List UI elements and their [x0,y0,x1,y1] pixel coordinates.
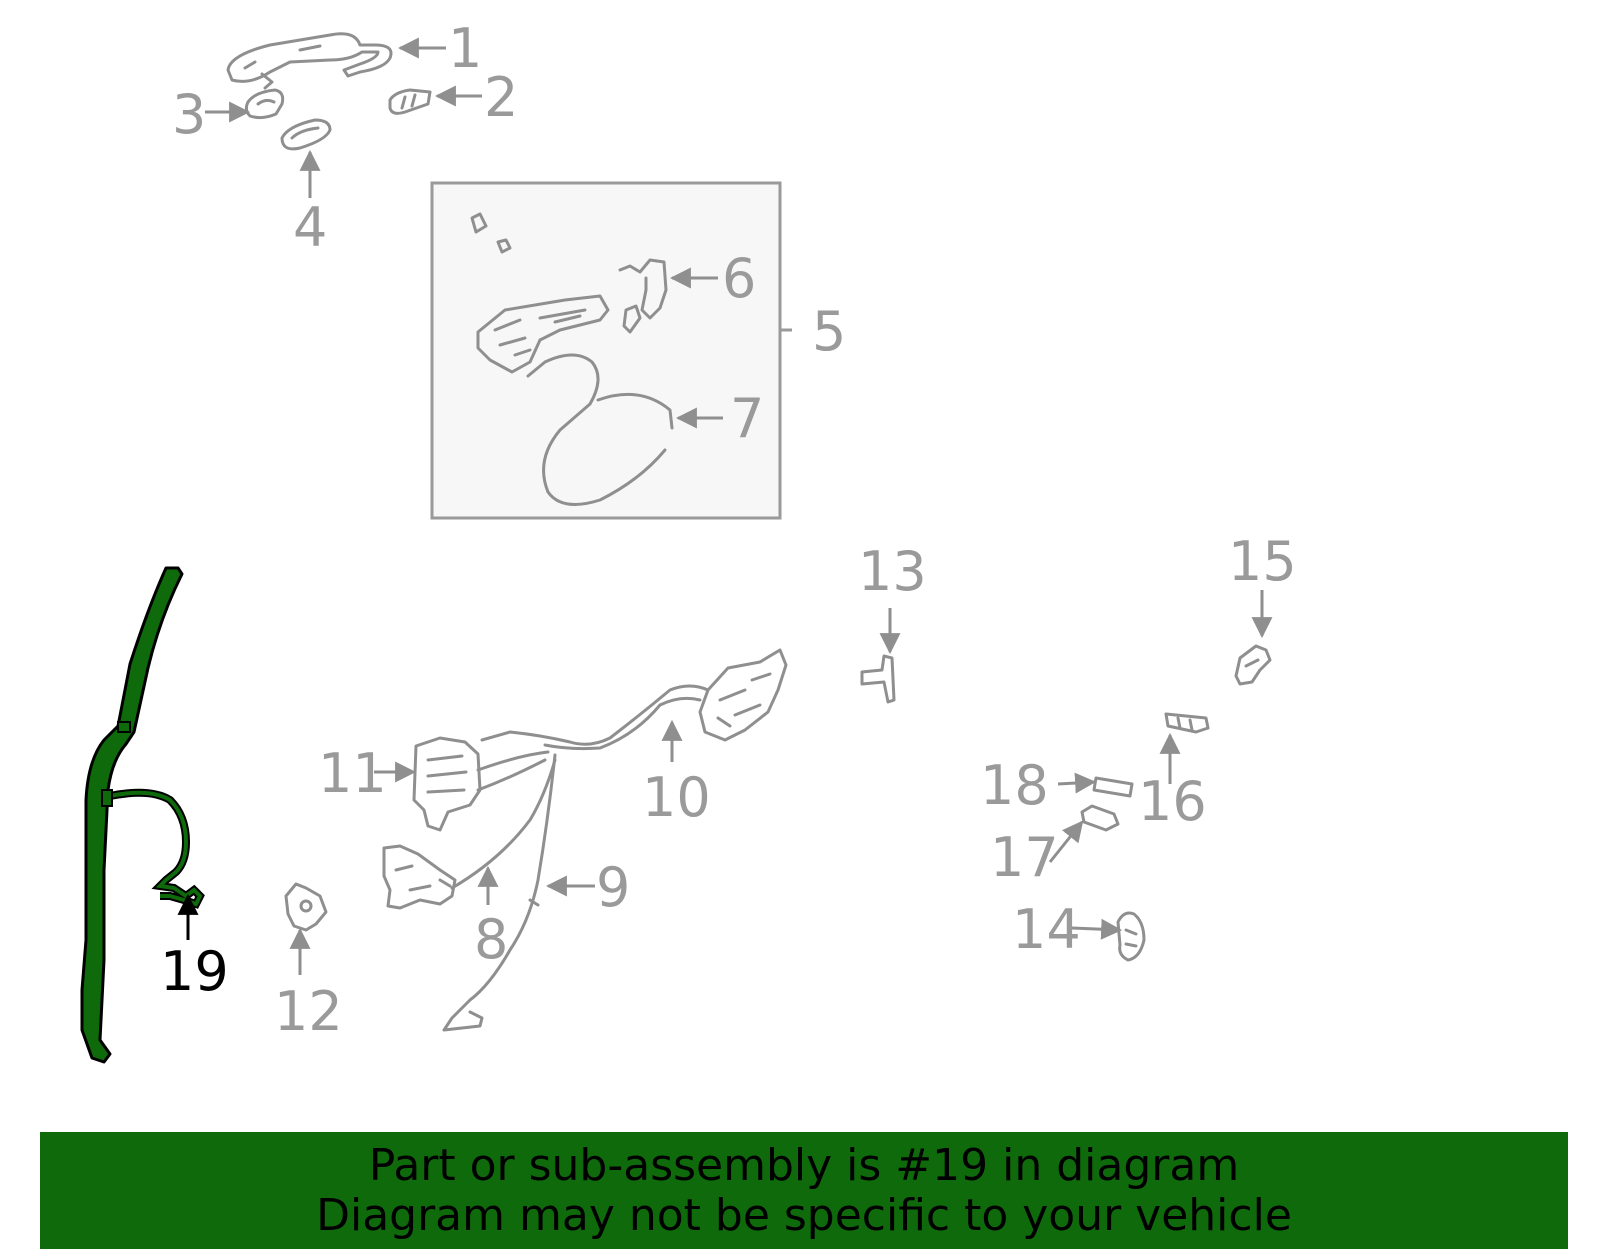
callout-14: 14 [1012,898,1081,961]
callout-10: 10 [642,766,711,829]
part-12-bracket [284,882,328,932]
part-3-cap [244,88,285,120]
info-banner: Part or sub-assembly is #19 in diagram D… [40,1132,1568,1249]
banner-line-1: Part or sub-assembly is #19 in diagram [368,1139,1240,1191]
part-2-handle-pad [388,88,432,115]
part-9-cable [442,753,557,1032]
callout-2: 2 [484,66,518,129]
callout-8: 8 [474,908,508,971]
leader-arrows [177,37,1273,975]
callout-19: 19 [160,940,229,1003]
banner-line-2: Diagram may not be specific to your vehi… [316,1189,1292,1241]
part-11-lock-motor [412,736,550,832]
callout-1: 1 [448,17,482,80]
callout-3: 3 [172,83,206,146]
part-19-weatherstrip-highlighted [80,566,205,1064]
part-16-clip [1164,712,1210,734]
callout-17: 17 [990,826,1059,889]
callout-15: 15 [1228,530,1297,593]
part-5-lock-assembly-box [430,181,792,520]
part-8-lock-actuator [382,758,557,910]
callout-5: 5 [812,300,846,363]
callout-4: 4 [293,196,327,259]
callout-6: 6 [722,247,756,310]
callout-12: 12 [274,980,343,1043]
callout-11: 11 [318,742,387,805]
part-18-pad [1092,776,1134,798]
callout-13: 13 [858,540,927,603]
part-14-bumper [1116,911,1146,962]
callout-18: 18 [980,754,1049,817]
part-17-clip [1080,804,1120,832]
part-13-striker [860,654,896,704]
part-15-hinge [1234,644,1272,686]
part-4-gasket [280,118,332,151]
callout-7: 7 [730,387,764,450]
part-1-outside-handle [226,32,393,90]
part-10-door-lock [480,648,788,751]
callout-16: 16 [1138,770,1207,833]
callout-9: 9 [596,856,630,919]
